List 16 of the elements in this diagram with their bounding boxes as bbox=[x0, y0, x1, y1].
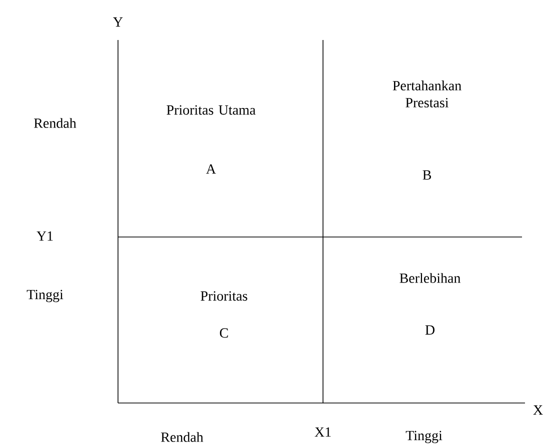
axis-label: Y bbox=[113, 17, 123, 27]
quadrant-title: Prioritas Utama bbox=[166, 105, 256, 115]
axis-label: X1 bbox=[314, 427, 331, 437]
quadrant-letter: B bbox=[422, 170, 431, 180]
axis-label: X bbox=[533, 405, 543, 415]
axis-label: Tinggi bbox=[26, 290, 64, 302]
quadrant-title: Berlebihan bbox=[400, 273, 461, 283]
quadrant-title: Prioritas bbox=[200, 291, 248, 301]
axis-label: Rendah bbox=[161, 432, 204, 442]
quadrant-letter: C bbox=[220, 328, 228, 338]
quadrant-letter: D bbox=[425, 325, 434, 335]
quadrant-title: Pertahankan Prestasi bbox=[392, 80, 462, 108]
axis-label: Tinggi bbox=[406, 430, 442, 444]
axis-label: Y1 bbox=[36, 231, 53, 241]
axis-label: Rendah bbox=[34, 118, 76, 128]
quadrant-letter: A bbox=[206, 164, 216, 174]
